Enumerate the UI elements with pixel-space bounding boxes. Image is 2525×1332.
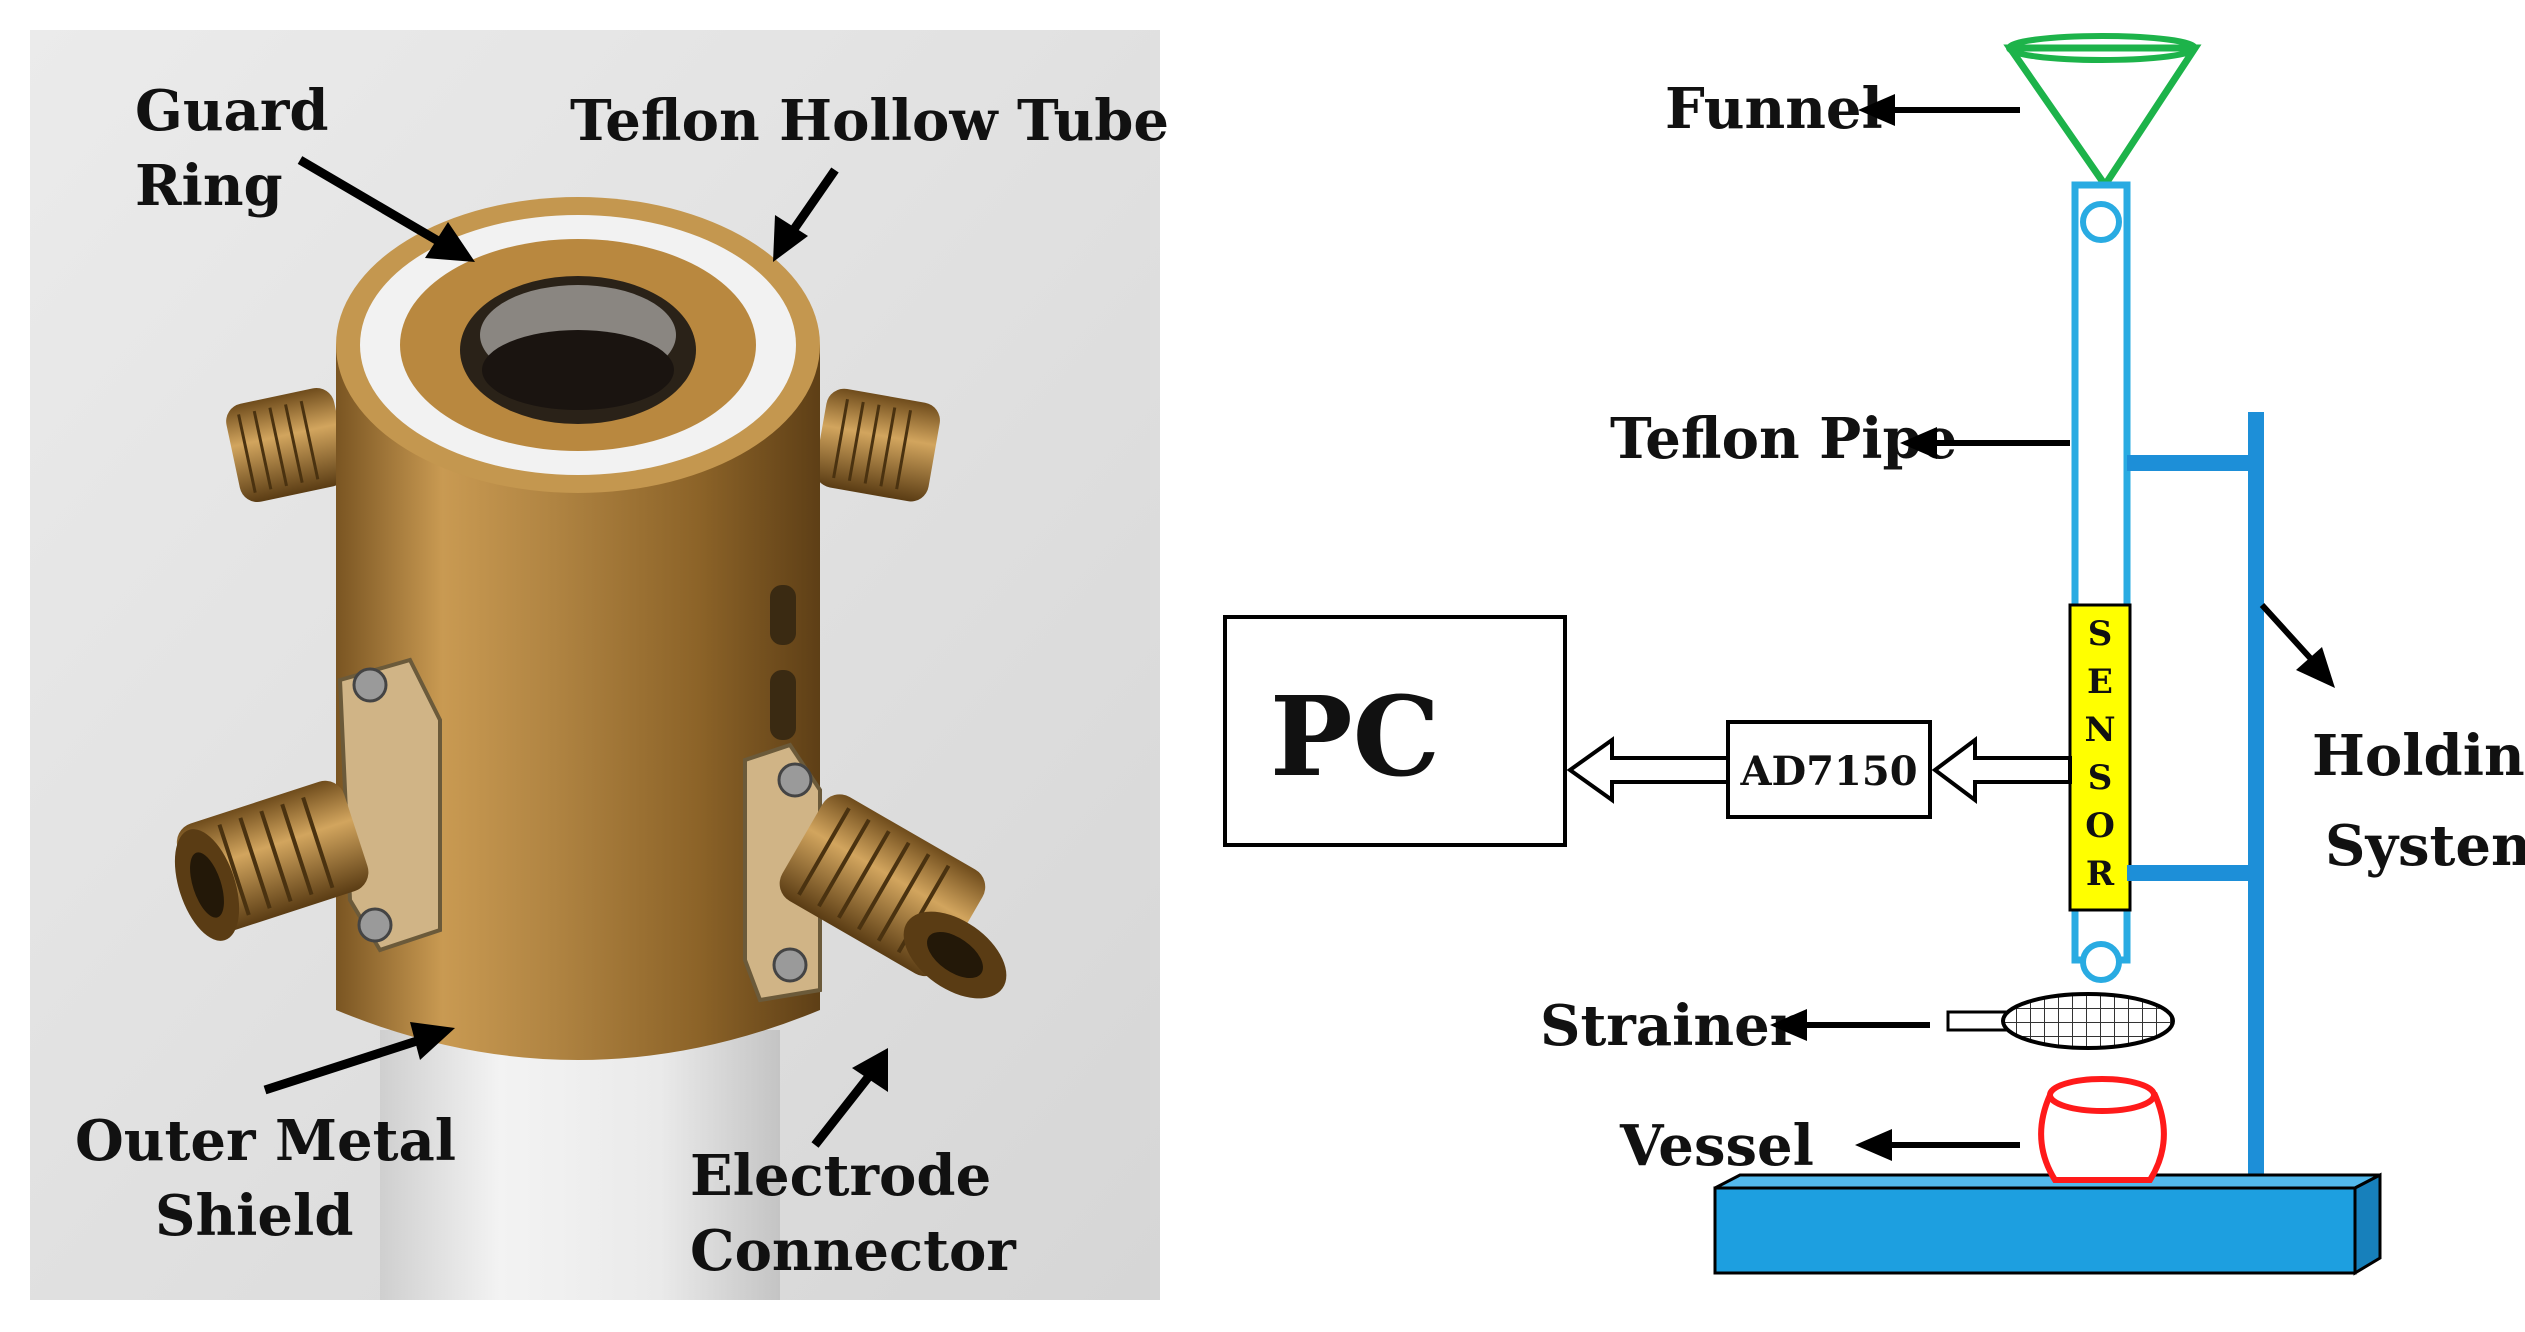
label-guard-ring-line1: Guard [135,78,328,144]
arrow-outer-shield [263,1035,422,1095]
label-holding-system-line2: System [2325,813,2525,879]
label-electrode-connector-line2: Connector [690,1218,1017,1284]
arrow-guard-ring [297,156,448,249]
arrow-sensor-to-ad7150 [1931,736,2072,804]
sensor-letter-3: N [2084,710,2115,750]
setup-schematic: S E N S O R PC [1223,33,2525,1276]
pc-box [1223,615,1567,847]
sensor-letter-2: E [2087,662,2113,702]
connector-back-right [815,388,940,502]
ad7150-box [1726,720,1932,819]
sensor-letter-6: R [2086,854,2115,894]
label-funnel: Funnel [1665,76,1883,142]
sensor-letter-4: S [2088,758,2113,798]
funnel [2003,44,2202,192]
electrode-connector [779,794,1007,999]
sensor [2068,603,2132,912]
pc-label: PC [1270,672,1440,801]
bracket-right [743,742,822,1003]
arrow-electrode-connector [811,1072,874,1148]
holding-system [2127,412,2264,1202]
connector-back-left [226,388,348,502]
label-teflon-hollow-tube: Teflon Hollow Tube [570,88,1169,154]
base [1713,1172,2382,1276]
arrow-holding-system [2259,602,2315,663]
ad7150-label: AD7150 [1739,748,1917,795]
arrow-ad7150-to-pc [1566,736,1730,804]
sensor-photo: Guard Ring Teflon Hollow Tube Outer Meta… [30,30,1169,1300]
strainer [1946,992,2175,1050]
label-outer-metal-shield-line1: Outer Metal [75,1108,456,1174]
connector-front-left [174,780,369,941]
sensor-letter-1: S [2088,614,2113,654]
outer-metal-shield [336,345,820,1060]
label-outer-metal-shield-line2: Shield [155,1183,354,1249]
arrow-teflon-tube [786,167,839,238]
white-pipe [380,1030,780,1300]
sensor-letter-5: O [2085,806,2115,846]
label-electrode-connector-line1: Electrode [690,1143,991,1209]
label-vessel: Vessel [1619,1113,1814,1179]
bracket-left [337,657,442,953]
label-teflon-pipe: Teflon Pipe [1610,406,1957,472]
label-holding-system-line1: Holding [2312,723,2525,789]
vessel [2038,1076,2167,1183]
label-strainer: Strainer [1540,993,1801,1059]
label-guard-ring-line2: Ring [135,153,283,219]
